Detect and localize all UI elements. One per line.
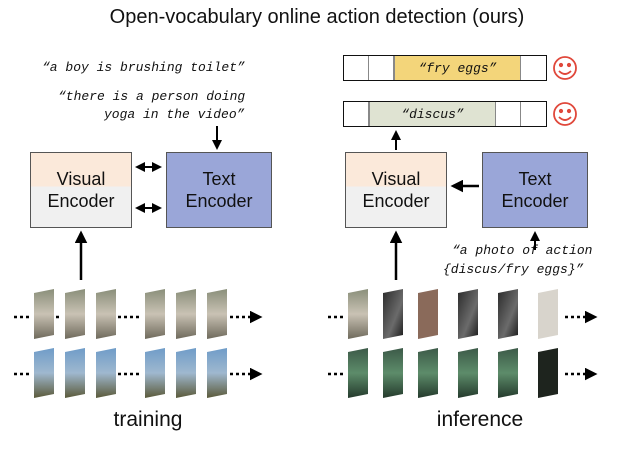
video-frame [65, 348, 85, 398]
video-frame [145, 289, 165, 339]
video-frame [65, 289, 85, 339]
inference-label: inference [436, 408, 524, 431]
smiley-icon [553, 56, 577, 80]
training-text-encoder-label: Text Encoder [185, 169, 253, 211]
inference-prompt-line-2: {discus/fry eggs}” [443, 262, 584, 277]
video-frame [498, 348, 518, 398]
training-text-encoder: Text Encoder [166, 152, 272, 228]
inference-text-encoder-label: Text Encoder [501, 169, 569, 211]
video-frame [96, 289, 116, 339]
video-frame [348, 348, 368, 398]
training-caption-2-line-2: yoga in the video” [104, 107, 245, 122]
video-frame [538, 348, 558, 398]
bar-segment-highlight [394, 56, 521, 80]
result-label-discus: “discus” [401, 106, 464, 122]
video-frame [458, 348, 478, 398]
inference-visual-encoder: Visual Encoder [345, 152, 447, 228]
video-frame [383, 289, 403, 339]
result-label-fry-eggs: “fry eggs” [418, 60, 497, 76]
video-frame [207, 289, 227, 339]
result-bar-discus: “discus” [343, 101, 547, 127]
bar-segment [496, 102, 521, 126]
video-frame [458, 289, 478, 339]
inference-frames-row-1 [328, 289, 598, 339]
training-caption-2-line-1: “there is a person doing [58, 89, 246, 104]
video-frame [498, 289, 518, 339]
bar-segment [344, 56, 369, 80]
video-frame [418, 289, 438, 339]
training-frames-row-1 [14, 289, 263, 339]
smiley-icon [553, 102, 577, 126]
training-visual-encoder-label: Visual Encoder [47, 169, 115, 211]
video-frame [176, 289, 196, 339]
inference-prompt-line-1: “a photo of action [452, 243, 593, 258]
training-frames-row-2 [14, 348, 263, 398]
video-frame [418, 348, 438, 398]
video-frame [34, 289, 54, 339]
video-frame [145, 348, 165, 398]
video-frame [176, 348, 196, 398]
video-frame [207, 348, 227, 398]
training-caption-1: “a boy is brushing toilet” [42, 60, 245, 75]
video-frame [96, 348, 116, 398]
result-bar-fry-eggs: “fry eggs” [343, 55, 547, 81]
bar-segment [344, 102, 369, 126]
bar-segment-highlight [369, 102, 496, 126]
diagram-title: Open-vocabulary online action detection … [109, 6, 525, 28]
bar-segment [369, 56, 394, 80]
video-frame [383, 348, 403, 398]
video-frame [348, 289, 368, 339]
video-frame [34, 348, 54, 398]
training-label: training [113, 408, 183, 431]
video-frame [538, 289, 558, 339]
inference-text-encoder: Text Encoder [482, 152, 588, 228]
inference-visual-encoder-label: Visual Encoder [362, 169, 430, 211]
training-visual-encoder: Visual Encoder [30, 152, 132, 228]
inference-frames-row-2 [328, 348, 598, 398]
